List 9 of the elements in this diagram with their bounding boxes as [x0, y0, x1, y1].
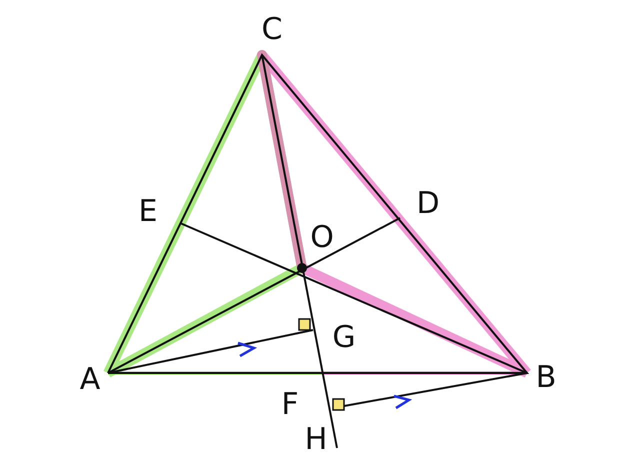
point-label: G — [332, 323, 356, 353]
point-label: O — [310, 223, 334, 253]
point-label: A — [80, 365, 100, 395]
point-label: F — [281, 390, 299, 420]
point-label: E — [138, 197, 158, 227]
point-label: D — [416, 189, 440, 219]
point-label: B — [536, 363, 556, 393]
point-label: C — [262, 15, 282, 45]
point-label: H — [304, 425, 328, 455]
